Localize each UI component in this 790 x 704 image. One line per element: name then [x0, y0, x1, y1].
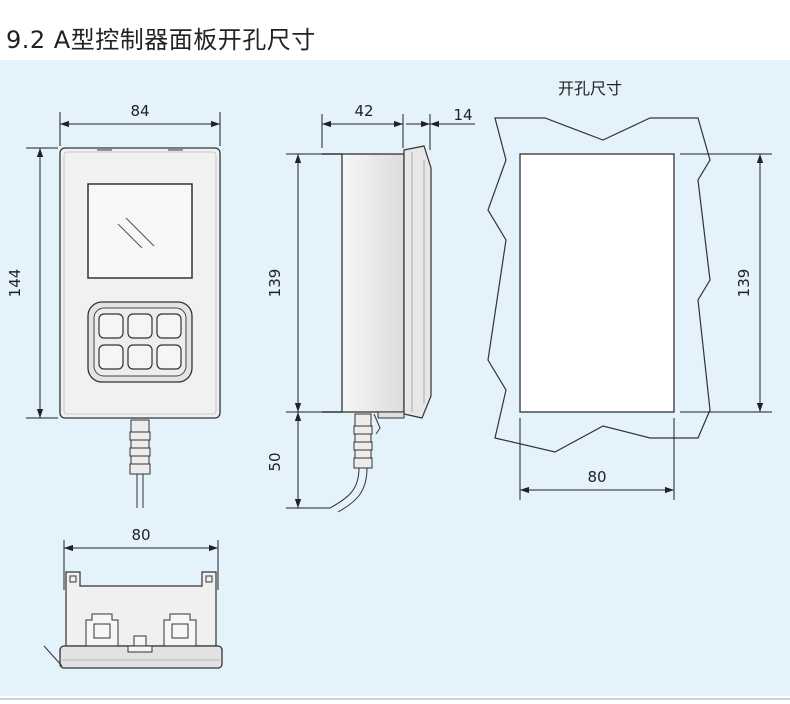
cutout-height-label: 139	[735, 269, 753, 298]
side-bezel	[403, 145, 432, 419]
bottom-divider	[0, 698, 790, 700]
side-cable-label: 50	[266, 452, 284, 471]
side-depth-dimension	[321, 114, 404, 148]
side-view: 42 14 139 50	[266, 102, 475, 513]
key-2	[127, 313, 153, 339]
front-cable	[98, 417, 182, 508]
side-cable	[329, 413, 381, 513]
front-keypad	[87, 301, 193, 383]
key-6	[156, 344, 182, 370]
side-height-label: 139	[266, 269, 284, 298]
side-cable-dimension	[286, 412, 330, 509]
side-depth-label: 42	[354, 102, 373, 120]
bottom-width-dimension	[63, 540, 219, 590]
bottom-width-label: 80	[131, 526, 150, 544]
bottom-clips	[85, 613, 197, 647]
front-screen	[87, 183, 193, 279]
front-width-dimension	[59, 112, 221, 146]
side-flange-label: 14	[453, 106, 472, 124]
key-5	[127, 344, 153, 370]
cutout-hole	[519, 153, 675, 413]
cutout-height-dimension	[680, 153, 772, 413]
front-width-label: 84	[130, 102, 149, 120]
front-view: 84 144	[6, 102, 221, 508]
page-title: 9.2 A型控制器面板开孔尺寸	[6, 26, 316, 54]
key-4	[98, 344, 124, 370]
side-body	[341, 153, 405, 413]
cutout-heading: 开孔尺寸	[558, 79, 622, 98]
front-height-label: 144	[6, 269, 24, 298]
cutout-width-dimension	[519, 418, 675, 500]
side-height-dimension	[286, 153, 342, 413]
cutout-view: 开孔尺寸 139 80	[487, 79, 772, 500]
cutout-width-label: 80	[587, 468, 606, 486]
side-flange-dimension	[406, 114, 475, 150]
key-1	[98, 313, 124, 339]
key-3	[156, 313, 182, 339]
bottom-view: 80	[43, 526, 223, 669]
front-height-dimension	[26, 147, 58, 419]
